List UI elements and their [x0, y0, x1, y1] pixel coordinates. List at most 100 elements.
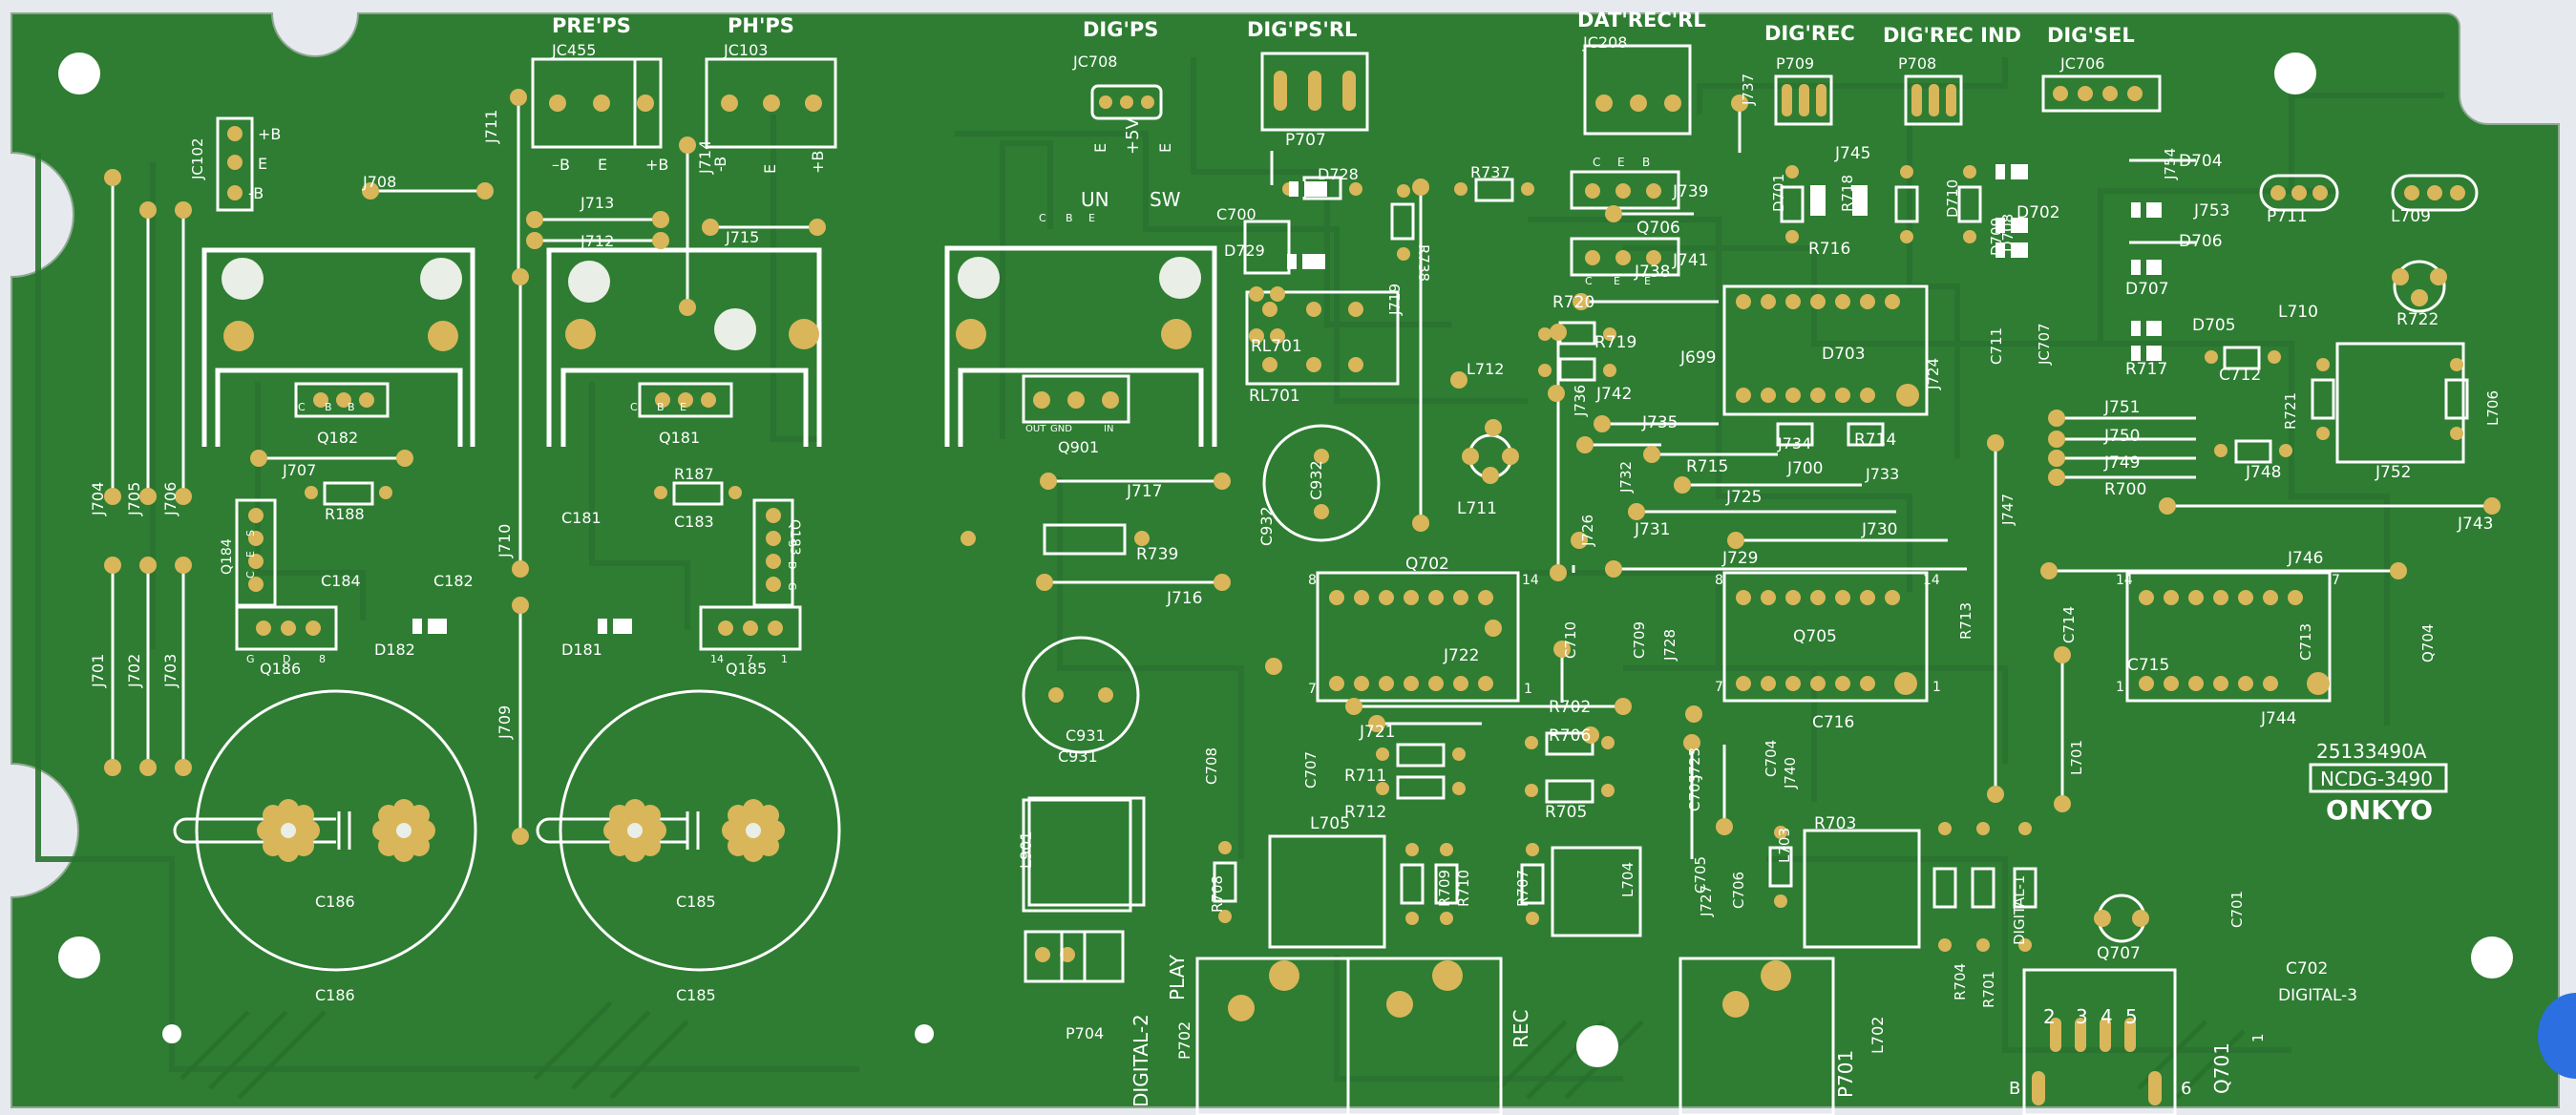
component-label: C707 — [1302, 751, 1320, 789]
component-label: L711 — [1457, 499, 1497, 518]
component-label: 14 — [2116, 573, 2133, 588]
component-label: C — [1593, 156, 1600, 169]
component-label: J730 — [1861, 520, 1897, 539]
component-label: 14 — [710, 653, 724, 665]
component-label: P704 — [1066, 1024, 1104, 1042]
component-label: J708 — [362, 173, 396, 191]
component-label: R716 — [1808, 240, 1850, 259]
header-label: DIG'REC — [1764, 22, 1855, 45]
component-label: J709 — [496, 705, 514, 740]
component-label: J739 — [1672, 182, 1708, 201]
component-label: PLAY — [1166, 954, 1189, 1000]
component-label: R712 — [1344, 803, 1386, 822]
component-label: J707 — [282, 461, 316, 479]
component-label: C709 — [1631, 621, 1648, 659]
component-label: C716 — [1812, 713, 1854, 732]
component-label: JC707 — [2036, 323, 2053, 366]
component-label: –B — [552, 156, 570, 174]
component-label: 14 — [1522, 573, 1539, 588]
component-label: D703 — [1822, 345, 1866, 364]
component-label: J748 — [2245, 463, 2281, 482]
component-label: J726 — [1579, 515, 1596, 547]
component-label: R701 — [1980, 971, 1997, 1008]
component-label: R700 — [2104, 480, 2146, 499]
component-label: P702 — [1175, 1021, 1193, 1060]
component-label: C932 — [1257, 506, 1276, 546]
heatsink-q182 — [201, 247, 475, 447]
component-label: E — [1614, 275, 1620, 287]
component-label: L703 — [1776, 828, 1793, 863]
component-label: RL701 — [1251, 337, 1302, 356]
component-label: C — [630, 401, 638, 413]
component-label: S — [786, 540, 798, 547]
component-label: JC103 — [723, 41, 768, 59]
component-label: 1 — [1524, 682, 1532, 697]
component-label: J754 — [2162, 148, 2179, 180]
component-label: 2 — [2043, 1005, 2056, 1028]
mounting-holes — [58, 53, 2513, 1067]
component-label: Q706 — [1636, 219, 1680, 238]
header-label: DIG'PS — [1083, 18, 1158, 41]
component-label: R707 — [1514, 870, 1531, 907]
component-label: J728 — [1661, 629, 1679, 662]
component-label: R717 — [2125, 360, 2167, 379]
component-label: J747 — [1999, 494, 2016, 526]
component-label: P711 — [2267, 207, 2308, 226]
component-label: RL701 — [1249, 387, 1300, 406]
component-label: D710 — [1944, 179, 1961, 218]
heatsink-q181 — [546, 247, 822, 447]
component-label: E — [761, 164, 779, 174]
component-label: R711 — [1344, 767, 1386, 786]
component-label: C184 — [321, 572, 361, 590]
component-label: -B — [248, 184, 264, 202]
component-label: R708 — [1209, 875, 1226, 913]
component-label: E — [258, 155, 267, 173]
component-label: J722 — [1443, 646, 1479, 665]
component-label: J710 — [496, 524, 514, 558]
component-label: P707 — [1285, 131, 1326, 150]
component-label: 1 — [2116, 680, 2124, 695]
component-label: -B — [711, 157, 729, 172]
component-label: C186 — [315, 986, 355, 1004]
component-label: 7 — [747, 653, 753, 665]
component-label: Q705 — [1793, 627, 1837, 646]
component-label: R722 — [2397, 310, 2439, 329]
component-label: C705 — [1692, 856, 1709, 894]
component-label: C — [244, 571, 257, 579]
component-label: Q704 — [2419, 624, 2437, 663]
component-label: C — [1585, 275, 1593, 287]
component-label: C704 — [1763, 740, 1780, 777]
header-label: DIG'REC IND — [1883, 24, 2021, 47]
component-label: B — [1066, 212, 1073, 224]
product-marking: 25133490A NCDG-3490 ONKYO — [2309, 740, 2448, 826]
component-label: C183 — [674, 513, 714, 531]
component-label: J721 — [1359, 723, 1395, 742]
component-label: J705 — [125, 482, 143, 516]
ic-pins — [1262, 294, 2330, 695]
component-label: R187 — [674, 465, 714, 483]
component-label: OUT — [1025, 424, 1046, 434]
component-label: Q185 — [726, 660, 767, 678]
component-label: Q183 — [787, 519, 802, 556]
component-label: E — [1091, 143, 1109, 153]
component-label: J732 — [1617, 461, 1635, 494]
component-label: R709 — [1436, 870, 1453, 907]
component-label: D181 — [561, 641, 602, 659]
component-label: D704 — [2179, 152, 2223, 171]
component-label: R714 — [1854, 431, 1896, 450]
component-label: IN — [1104, 424, 1113, 434]
component-label: D — [283, 653, 290, 665]
component-label: R703 — [1814, 814, 1856, 833]
component-label: B — [348, 401, 355, 413]
component-label: JC455 — [551, 41, 596, 59]
component-label: C — [298, 401, 306, 413]
component-label: 3 — [2076, 1005, 2088, 1028]
component-label: L710 — [2278, 303, 2318, 322]
component-label: JC208 — [1582, 33, 1627, 52]
component-label: J729 — [1721, 549, 1758, 568]
transistor-packs — [235, 170, 1680, 651]
component-label: Q707 — [2097, 944, 2141, 963]
component-label: +5V — [1123, 116, 1143, 155]
component-label: J731 — [1634, 520, 1670, 539]
